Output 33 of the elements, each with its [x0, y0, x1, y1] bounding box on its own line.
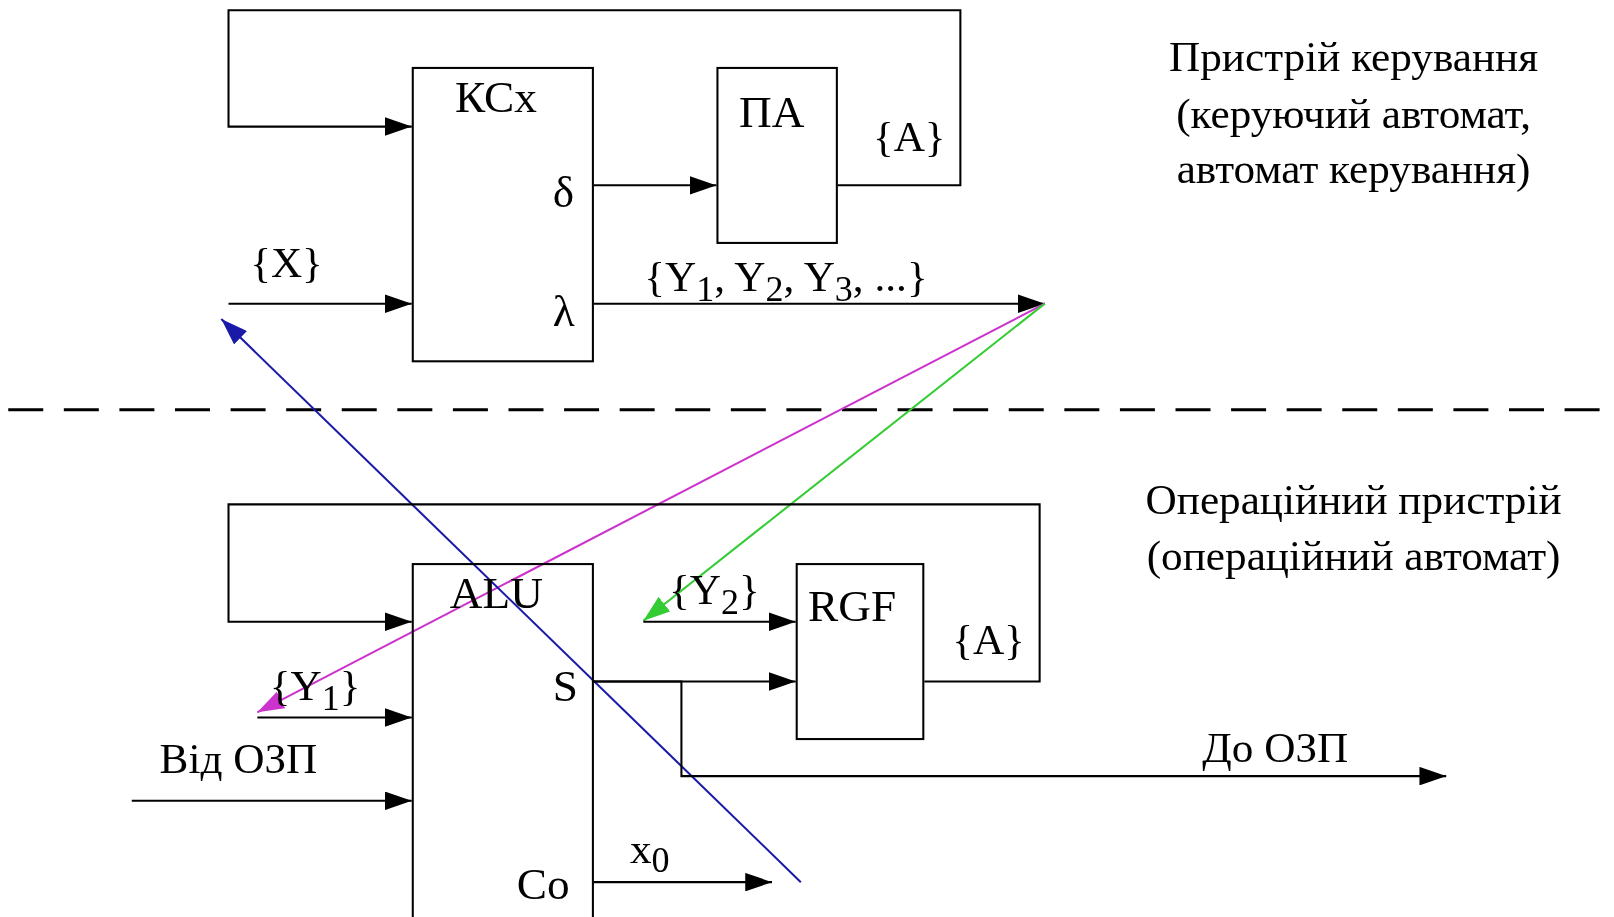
- signal-label: x$_{0}$: [629, 826, 670, 879]
- signal-arrow: [593, 176, 717, 195]
- register-block: [716, 66, 838, 244]
- signal-arrow: [228, 294, 412, 313]
- signal-label: {X}: [250, 240, 323, 285]
- signal-label: {A}: [952, 617, 1025, 661]
- section-heading: Операційний пристрій (операційний автомат): [1144, 474, 1563, 582]
- signal-label: До ОЗП: [1202, 725, 1349, 769]
- signal-label: {A}: [872, 115, 946, 159]
- signal-arrow: [593, 680, 1447, 786]
- signal-arrow: [593, 294, 1045, 313]
- signal-label: {Y$_{1}$, Y$_{2}$, Y$_{3}$, ...}: [644, 255, 928, 308]
- port-label: δ: [552, 169, 575, 216]
- alu-block: [411, 563, 594, 917]
- pointer-arrow: [642, 302, 1046, 622]
- signal-arrow: [227, 9, 962, 187]
- signal-arrow: [131, 791, 412, 811]
- signal-arrow: [593, 872, 772, 892]
- signal-arrow: [643, 612, 796, 631]
- block-title: ПА: [739, 89, 805, 135]
- pointer-arrow: [220, 318, 802, 883]
- register-block: [795, 563, 925, 741]
- block-title: КСх: [454, 75, 537, 121]
- signal-label: Від ОЗП: [159, 737, 318, 781]
- section-heading: Пристрій керування (керуючий автомат, автомат керування): [1168, 31, 1540, 195]
- block-title: RGF: [808, 583, 897, 629]
- logic-block: [411, 66, 594, 363]
- signal-arrow: [257, 708, 412, 727]
- signal-arrow: [227, 503, 1041, 683]
- signal-label: {Y$_{2}$}: [669, 568, 760, 621]
- port-label: S: [552, 663, 578, 710]
- port-label: Co: [516, 861, 570, 907]
- port-label: λ: [552, 289, 575, 335]
